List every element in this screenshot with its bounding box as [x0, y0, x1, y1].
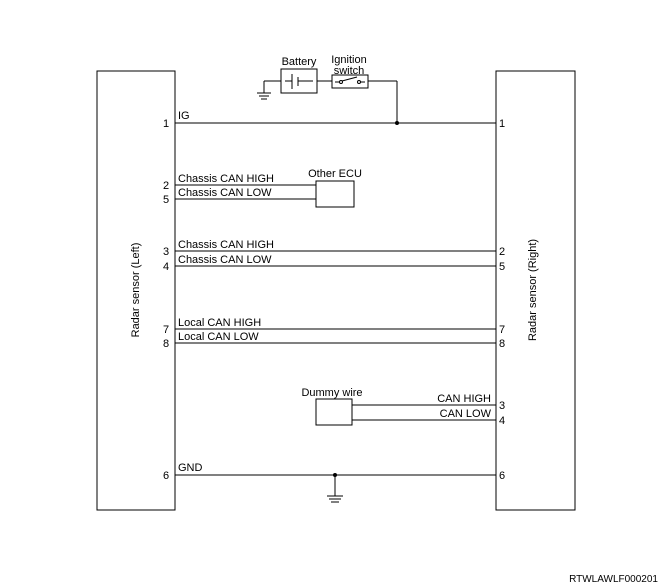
left-pin-gnd: 6 [163, 470, 169, 482]
left-pin-local-low: 8 [163, 338, 169, 350]
dummy-wire [315, 398, 353, 426]
right-pin-chassis-low: 5 [499, 261, 505, 273]
battery-label: Battery [282, 56, 317, 68]
left-pin-ecu-low: 5 [163, 194, 169, 206]
right-pin-gnd: 6 [499, 470, 505, 482]
other-ecu [315, 180, 355, 208]
ecu-high-label: Chassis CAN HIGH [178, 173, 274, 185]
switch-blade [341, 76, 358, 82]
dummy-wire-label: Dummy wire [301, 387, 362, 399]
figure-code: RTWLAWLF000201 [569, 574, 658, 585]
left-pin-chassis-low: 4 [163, 261, 169, 273]
left-sensor-label: Radar sensor (Left) [130, 243, 142, 338]
left-radar-sensor [96, 70, 176, 511]
local-low-label: Local CAN LOW [178, 331, 259, 343]
left-pin-ig: 1 [163, 118, 169, 130]
left-pin-local-high: 7 [163, 324, 169, 336]
dummy-low-label: CAN LOW [440, 408, 492, 420]
right-pin-dummy-high: 3 [499, 400, 505, 412]
right-pin-ig: 1 [499, 118, 505, 130]
right-radar-sensor [495, 70, 576, 511]
chassis-high-label: Chassis CAN HIGH [178, 239, 274, 251]
left-pin-chassis-high: 3 [163, 246, 169, 258]
ignition-label-2: switch [334, 65, 365, 77]
left-pin-ecu-high: 2 [163, 180, 169, 192]
right-pin-chassis-high: 2 [499, 246, 505, 258]
gnd-label: GND [178, 462, 203, 474]
right-pin-local-low: 8 [499, 338, 505, 350]
ecu-low-label: Chassis CAN LOW [178, 187, 272, 199]
chassis-low-label: Chassis CAN LOW [178, 254, 272, 266]
other-ecu-label: Other ECU [308, 168, 362, 180]
ignition-label-1: Ignition [331, 54, 366, 66]
ig-label: IG [178, 110, 190, 122]
right-pin-dummy-low: 4 [499, 415, 505, 427]
right-sensor-label: Radar sensor (Right) [527, 239, 539, 341]
dummy-high-label: CAN HIGH [437, 393, 491, 405]
local-high-label: Local CAN HIGH [178, 317, 261, 329]
right-pin-local-high: 7 [499, 324, 505, 336]
